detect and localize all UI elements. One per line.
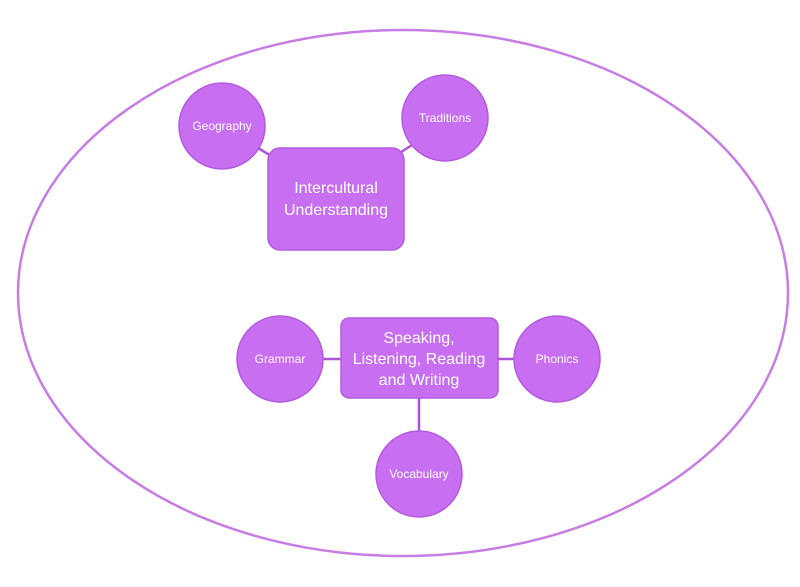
hub-intercultural-understanding: Intercultural Understanding [267, 147, 405, 251]
hub-label-line: Speaking, [383, 330, 454, 347]
satellite-label: Geography [192, 119, 251, 133]
hub-label-line: Understanding [284, 202, 388, 219]
satellite-traditions: Traditions [401, 74, 489, 162]
satellite-label: Vocabulary [389, 467, 448, 481]
hub-label-line: and Writing [379, 372, 460, 389]
hub-label-line: Intercultural [294, 180, 378, 197]
hub-speaking-listening-reading-writing: Speaking, Listening, Reading and Writing [340, 317, 499, 399]
hub-label-line: Listening, Reading [353, 351, 486, 368]
satellite-label: Grammar [255, 352, 306, 366]
satellite-label: Phonics [536, 352, 579, 366]
satellite-grammar: Grammar [236, 315, 324, 403]
outer-oval [16, 28, 790, 558]
satellite-vocabulary: Vocabulary [375, 430, 463, 518]
satellite-phonics: Phonics [513, 315, 601, 403]
satellite-geography: Geography [178, 82, 266, 170]
satellite-label: Traditions [419, 111, 471, 125]
